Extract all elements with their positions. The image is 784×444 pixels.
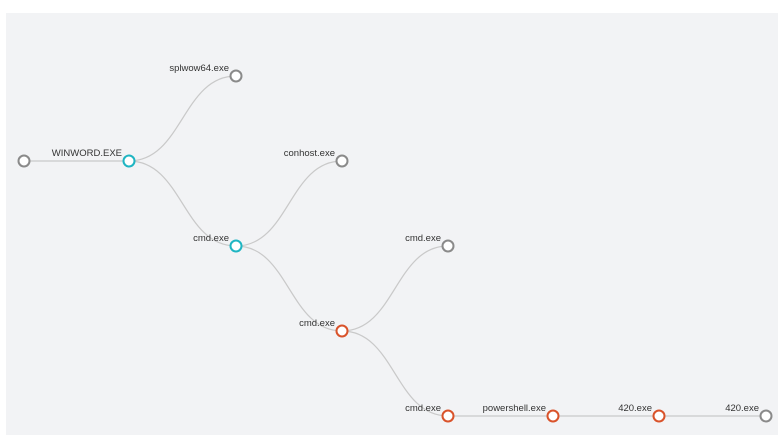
node-circle-cmd3[interactable] bbox=[441, 239, 455, 253]
process-node-cmd1[interactable]: cmd.exe bbox=[193, 233, 243, 253]
node-label-exe420a: 420.exe bbox=[618, 403, 652, 414]
process-tree-canvas bbox=[6, 13, 778, 435]
process-node-winword[interactable]: WINWORD.EXE bbox=[52, 148, 136, 168]
process-node-root[interactable] bbox=[17, 154, 31, 168]
node-label-splwow64: splwow64.exe bbox=[169, 63, 229, 74]
process-node-exe420b[interactable]: 420.exe bbox=[725, 403, 773, 423]
process-node-exe420a[interactable]: 420.exe bbox=[618, 403, 666, 423]
node-label-cmd1: cmd.exe bbox=[193, 233, 229, 244]
edge-cmd1-conhost bbox=[235, 160, 343, 247]
edge-layer bbox=[24, 75, 766, 417]
node-circle-conhost[interactable] bbox=[335, 154, 349, 168]
process-node-cmd4[interactable]: cmd.exe bbox=[405, 403, 455, 423]
node-label-cmd4: cmd.exe bbox=[405, 403, 441, 414]
node-label-powershell: powershell.exe bbox=[483, 403, 546, 414]
node-circle-exe420b[interactable] bbox=[759, 409, 773, 423]
edge-winword-splwow64 bbox=[128, 75, 237, 162]
process-node-powershell[interactable]: powershell.exe bbox=[483, 403, 560, 423]
process-node-conhost[interactable]: conhost.exe bbox=[284, 148, 349, 168]
node-circle-cmd2[interactable] bbox=[335, 324, 349, 338]
edge-cmd2-cmd4 bbox=[341, 330, 449, 417]
node-circle-powershell[interactable] bbox=[546, 409, 560, 423]
node-label-cmd3: cmd.exe bbox=[405, 233, 441, 244]
node-label-conhost: conhost.exe bbox=[284, 148, 335, 159]
node-label-exe420b: 420.exe bbox=[725, 403, 759, 414]
node-layer: WINWORD.EXE splwow64.exe cmd.exe conhost.ex… bbox=[17, 63, 773, 423]
process-node-splwow64[interactable]: splwow64.exe bbox=[169, 63, 243, 83]
edge-winword-cmd1 bbox=[128, 160, 237, 247]
node-label-cmd2: cmd.exe bbox=[299, 318, 335, 329]
node-circle-exe420a[interactable] bbox=[652, 409, 666, 423]
node-circle-root[interactable] bbox=[17, 154, 31, 168]
edge-cmd2-cmd3 bbox=[341, 245, 449, 332]
node-label-winword: WINWORD.EXE bbox=[52, 148, 122, 159]
process-node-cmd2[interactable]: cmd.exe bbox=[299, 318, 349, 338]
node-circle-winword[interactable] bbox=[122, 154, 136, 168]
node-circle-splwow64[interactable] bbox=[229, 69, 243, 83]
edge-cmd1-cmd2 bbox=[235, 245, 343, 332]
process-node-cmd3[interactable]: cmd.exe bbox=[405, 233, 455, 253]
node-circle-cmd1[interactable] bbox=[229, 239, 243, 253]
node-circle-cmd4[interactable] bbox=[441, 409, 455, 423]
